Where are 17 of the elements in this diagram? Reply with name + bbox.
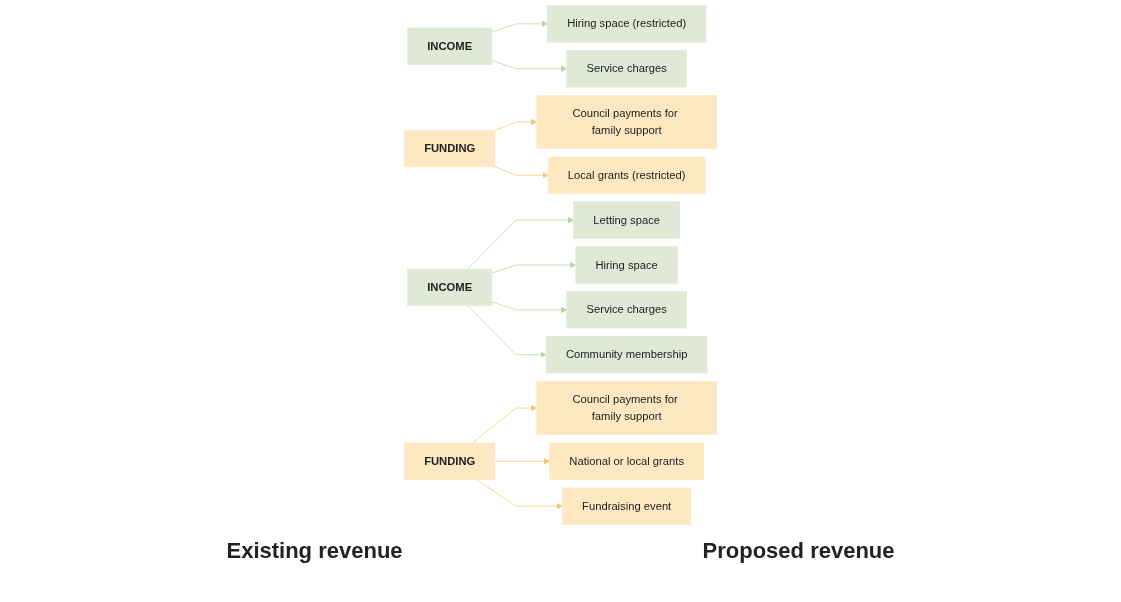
node-box: National or local grants (549, 442, 705, 480)
panel-caption: Existing revenue (226, 538, 403, 564)
panel-caption: Proposed revenue (702, 538, 895, 564)
node-box: Council payments for family support (536, 95, 717, 149)
node-box: INCOME (407, 27, 493, 65)
node-box: Local grants (restricted) (547, 156, 706, 194)
node-box: Letting space (573, 201, 681, 239)
node-box: INCOME (407, 268, 493, 306)
node-box: Council payments for family support (536, 381, 717, 435)
node-box: FUNDING (404, 130, 496, 168)
node-box: Community membership (545, 336, 708, 374)
node-box: Service charges (566, 291, 687, 329)
node-box: Fundraising event (562, 487, 692, 525)
node-box: FUNDING (404, 442, 496, 480)
node-box: Hiring space (575, 246, 678, 284)
node-box: Service charges (566, 50, 687, 88)
node-box: Hiring space (restricted) (547, 5, 707, 43)
